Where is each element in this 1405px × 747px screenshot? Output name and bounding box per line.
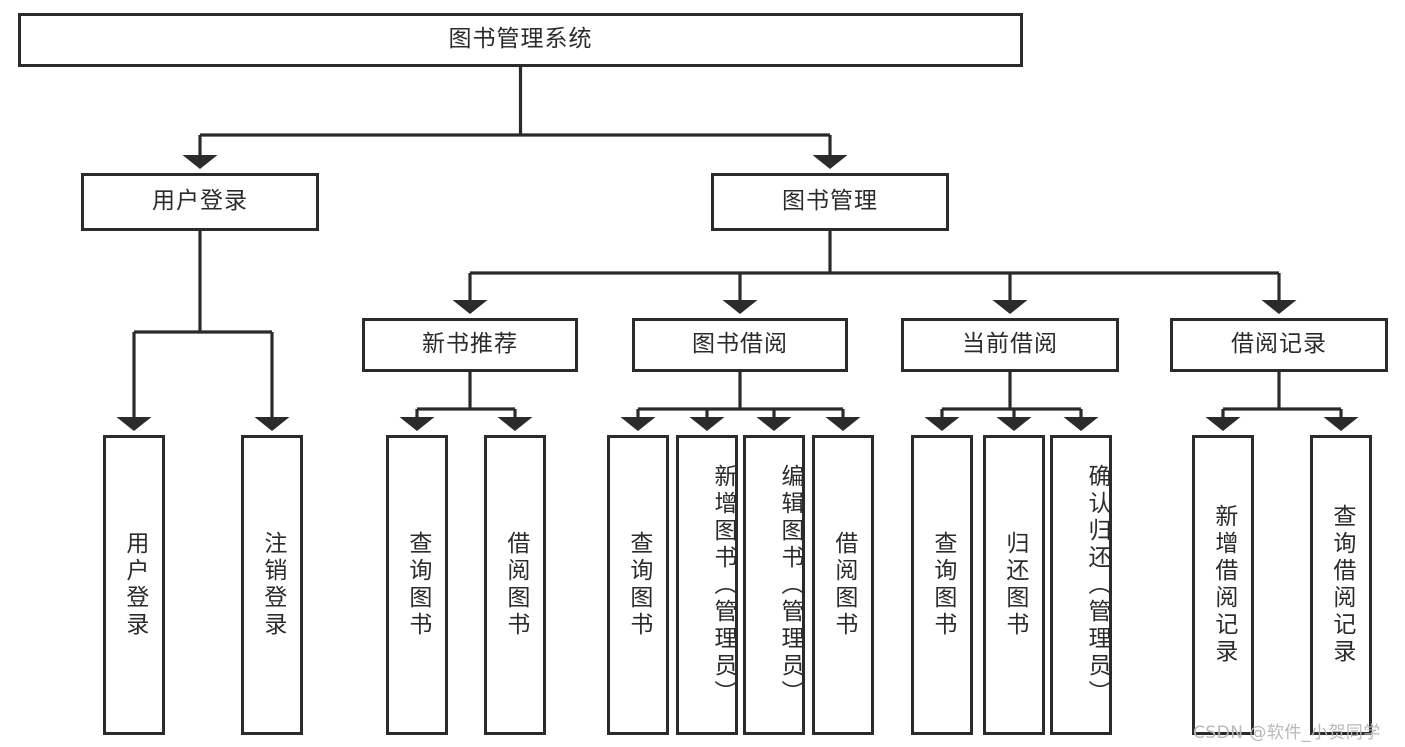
node-root-system[interactable]: 图书管理系统 <box>18 13 1023 67</box>
leaf-node[interactable]: 借阅图书 <box>812 435 874 735</box>
node-label: 查询图书 <box>404 531 431 639</box>
leaf-node[interactable]: 注销登录 <box>241 435 303 735</box>
node-label: 图书管理 <box>782 188 878 215</box>
node-label: 借阅图书 <box>502 531 529 639</box>
node-label: 查询图书 <box>625 531 652 639</box>
node-label: 查询图书 <box>929 531 956 639</box>
node-label: 新书推荐 <box>422 331 518 358</box>
node-label: 用户登录 <box>152 188 248 215</box>
node-label: 借阅记录 <box>1231 331 1327 358</box>
node-book-borrow[interactable]: 图书借阅 <box>632 318 848 372</box>
node-label: 归还图书 <box>1001 531 1028 639</box>
node-label: 注销登录 <box>259 531 286 639</box>
node-label: 用户登录 <box>121 531 148 639</box>
node-label: 当前借阅 <box>962 331 1058 358</box>
leaf-node[interactable]: 查询图书 <box>911 435 973 735</box>
leaf-node[interactable]: 新增借阅记录 <box>1192 435 1254 735</box>
node-label: 确认归还（管理员） <box>1084 463 1110 707</box>
node-label: 图书管理系统 <box>448 26 593 53</box>
leaf-node[interactable]: 用户登录 <box>103 435 165 735</box>
node-current-borrow[interactable]: 当前借阅 <box>901 318 1119 372</box>
leaf-node[interactable]: 新增图书（管理员） <box>676 435 738 735</box>
leaf-node[interactable]: 借阅图书 <box>484 435 546 735</box>
node-user-login[interactable]: 用户登录 <box>81 173 319 231</box>
leaf-node[interactable]: 查询借阅记录 <box>1310 435 1372 735</box>
node-label: 查询借阅记录 <box>1328 504 1355 666</box>
leaf-node[interactable]: 查询图书 <box>386 435 448 735</box>
leaf-node[interactable]: 归还图书 <box>983 435 1045 735</box>
node-new-book-recommend[interactable]: 新书推荐 <box>362 318 578 372</box>
csdn-watermark: CSDN @软件_小贺同学 <box>1193 723 1381 743</box>
node-label: 图书借阅 <box>692 331 788 358</box>
leaf-node[interactable]: 编辑图书（管理员） <box>743 435 805 735</box>
leaf-node[interactable]: 确认归还（管理员） <box>1050 435 1112 735</box>
node-label: 借阅图书 <box>830 531 857 639</box>
node-label: 编辑图书（管理员） <box>777 463 803 707</box>
node-label: 新增图书（管理员） <box>710 463 736 707</box>
node-borrow-record[interactable]: 借阅记录 <box>1170 318 1388 372</box>
leaf-node[interactable]: 查询图书 <box>607 435 669 735</box>
node-book-management[interactable]: 图书管理 <box>711 173 949 231</box>
node-label: 新增借阅记录 <box>1210 504 1237 666</box>
